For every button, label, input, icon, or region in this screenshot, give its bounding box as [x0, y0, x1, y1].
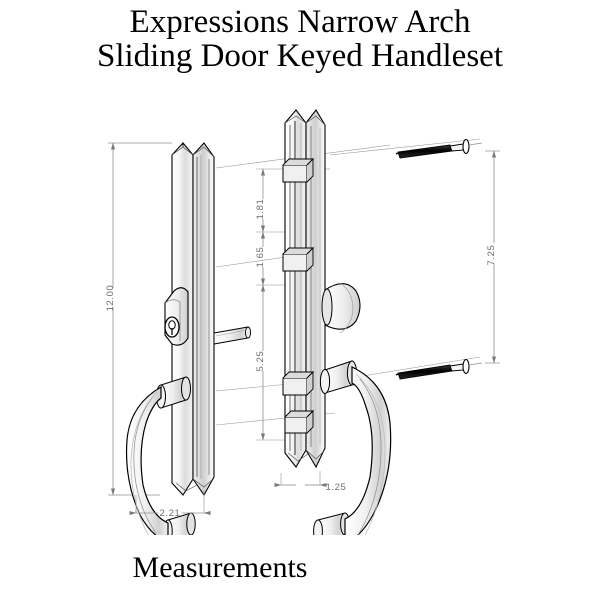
upper-mounting-screw	[395, 138, 483, 159]
title-line-2: Sliding Door Keyed Handleset	[96, 38, 503, 74]
dimension-label-overall-height: 12.00	[105, 285, 116, 312]
dimension-overall-height	[108, 142, 172, 496]
caption-label: Measurements	[132, 551, 308, 584]
lower-mounting-screw	[395, 358, 483, 380]
dimension-screw-spacing	[485, 150, 500, 364]
dimension-label-plate-width-left: 2.21	[160, 508, 181, 519]
drawing-svg: 12.00 7.25	[0, 95, 600, 535]
dimension-label-upper-segment: 1.81	[255, 199, 266, 220]
exterior-pull-handle	[313, 360, 392, 535]
interior-pull-handle	[125, 376, 196, 535]
spindle-post	[213, 326, 252, 345]
title-line-1: Expressions Narrow Arch	[129, 4, 471, 40]
dimension-plate-width-right	[274, 471, 327, 488]
key-cylinder	[164, 287, 189, 346]
dimension-label-lower-segment: 5.25	[255, 351, 266, 372]
dimension-label-screw-spacing: 7.25	[486, 245, 497, 266]
caption: Measurements	[0, 551, 600, 585]
dimension-label-plate-width-right: 1.25	[326, 482, 347, 493]
thumb-turn	[321, 282, 361, 334]
dimension-label-middle-segment: 1.65	[255, 247, 266, 268]
screw-bosses	[282, 157, 315, 434]
page-title: Expressions Narrow Arch Sliding Door Key…	[0, 2, 600, 73]
dimension-plate-width-left	[129, 490, 211, 516]
technical-drawing: 12.00 7.25	[0, 95, 600, 535]
